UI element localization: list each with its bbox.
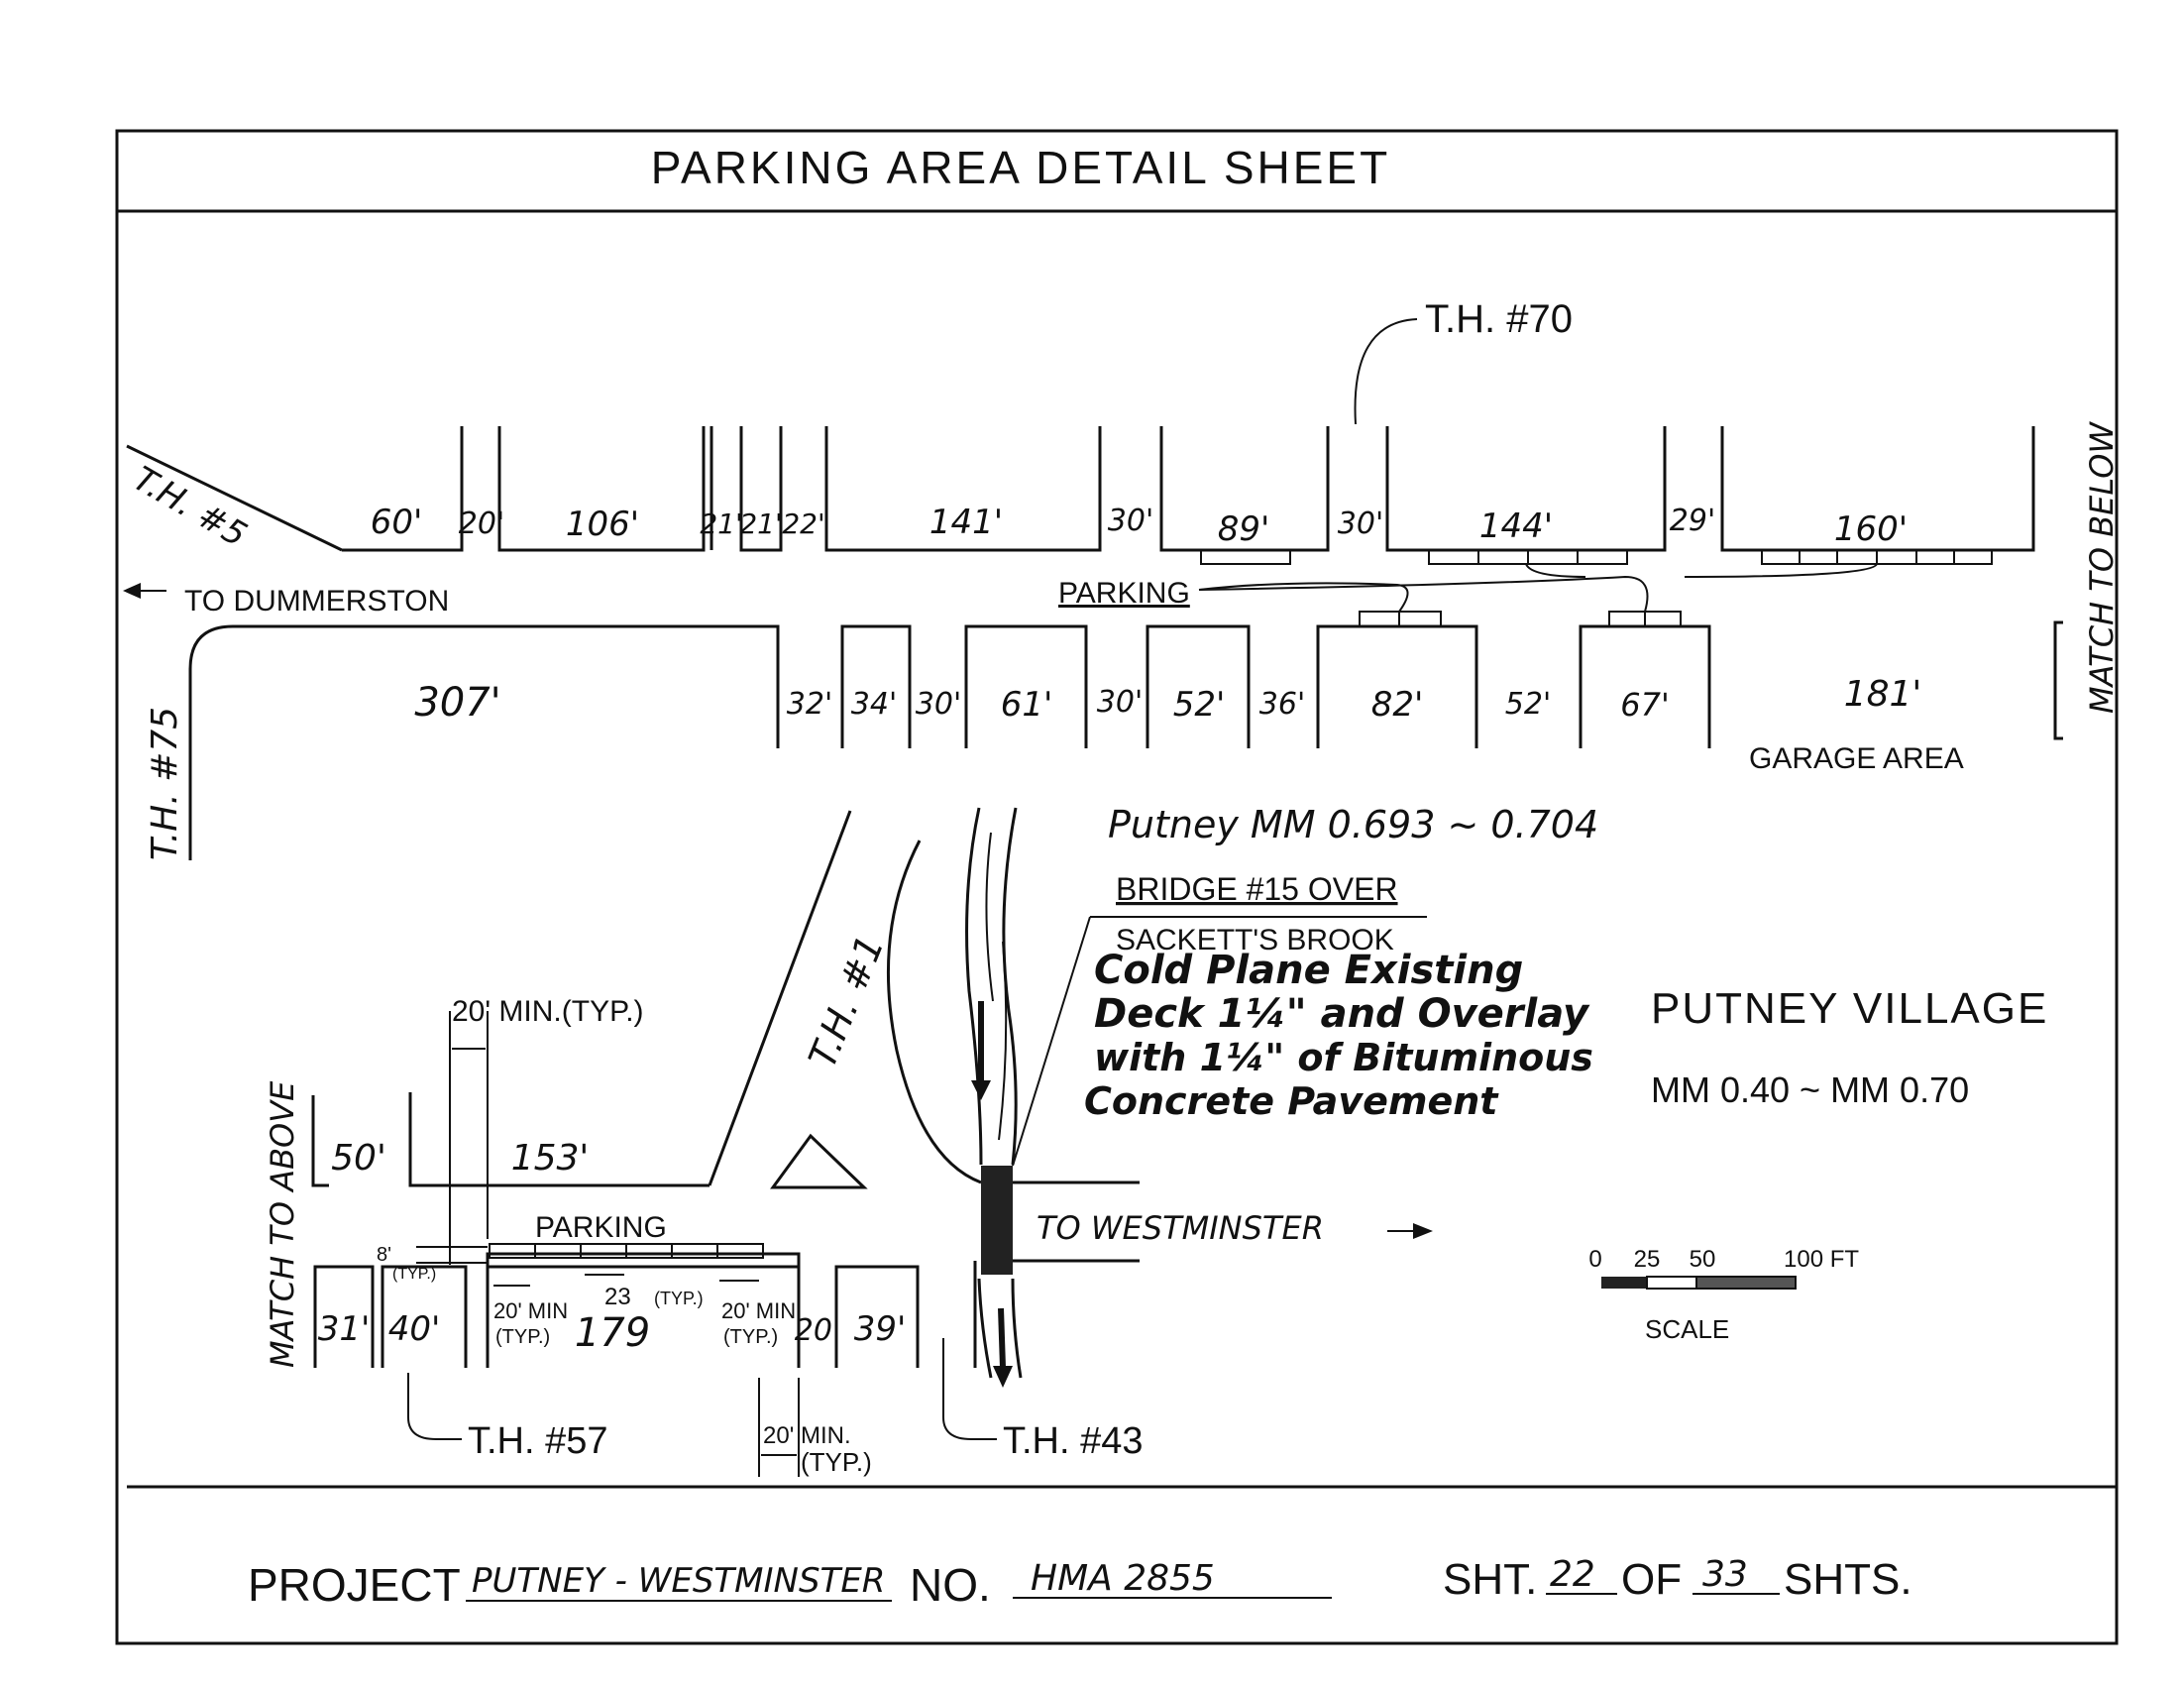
no-label: NO.	[910, 1559, 991, 1611]
village-mm-label: MM 0.40 ~ MM 0.70	[1651, 1069, 1969, 1110]
segment-label: 153'	[511, 1138, 590, 1179]
segment-label: 52'	[1505, 687, 1551, 722]
to-westminster-label: TO WESTMINSTER	[1037, 1209, 1324, 1247]
match-to-above-label: MATCH TO ABOVE	[264, 1080, 301, 1368]
sht-label: SHT.	[1443, 1555, 1537, 1604]
bottom-parking-label: PARKING	[535, 1211, 667, 1244]
sht-value: 22	[1550, 1554, 1595, 1595]
shts-label: SHTS.	[1784, 1555, 1912, 1604]
twenty-three-label: 23	[604, 1284, 631, 1310]
segment-label: 30'	[1108, 504, 1153, 538]
scale-label: SCALE	[1645, 1314, 1729, 1344]
segment-label: 34'	[851, 687, 897, 722]
th43-label: T.H. #43	[1003, 1420, 1144, 1462]
segment-label: 31'	[318, 1309, 371, 1349]
segment-label: 30'	[1338, 506, 1383, 541]
min-left-label: 20' MIN	[493, 1298, 568, 1323]
title-block: PROJECT PUTNEY - WESTMINSTER NO. HMA 285…	[248, 1554, 1912, 1611]
mm-range-note: Putney MM 0.693 ~ 0.704	[1108, 803, 1598, 846]
min-typ-bottom-num: 20'	[763, 1422, 794, 1449]
eight-typ-label-2: (TYP.)	[392, 1266, 436, 1283]
segment-label: 89'	[1218, 509, 1270, 549]
segment-label: 144'	[1479, 506, 1553, 546]
segment-label: 30'	[1097, 685, 1143, 720]
segment-label: 60'	[371, 503, 423, 542]
bottom-street	[311, 810, 1433, 1477]
eight-typ-label: 8'	[377, 1244, 391, 1266]
scale-bar: 0 25 50 100 FT SCALE	[1588, 1246, 1859, 1344]
sacketts-brook	[965, 807, 1091, 1388]
segment-label: 179	[575, 1310, 650, 1356]
notes: Putney MM 0.693 ~ 0.704 BRIDGE #15 OVER …	[1084, 803, 2048, 1123]
segment-label: 106'	[566, 505, 639, 544]
min-typ-top-label: 20' MIN.(TYP.)	[452, 995, 644, 1028]
th1-label: T.H. #1	[801, 930, 893, 1074]
segment-label: 22'	[782, 507, 824, 540]
segment-label: 21'	[739, 507, 782, 540]
segment-label: 21'	[700, 507, 742, 540]
min-left-label-2: (TYP.)	[495, 1326, 550, 1348]
sheet-title: PARKING AREA DETAIL SHEET	[651, 142, 1390, 193]
work-note-line-3: with 1¼" of Bituminous	[1094, 1036, 1593, 1079]
segment-label: 30'	[916, 687, 961, 722]
work-note-line-1: Cold Plane Existing	[1094, 948, 1523, 993]
th70-label: T.H. #70	[1425, 297, 1573, 341]
segment-label: 50'	[331, 1138, 386, 1179]
of-label: OF	[1621, 1555, 1682, 1604]
segment-label: 160'	[1834, 509, 1908, 549]
work-note-line-2: Deck 1¼" and Overlay	[1094, 991, 1590, 1037]
segment-label: 61'	[1001, 685, 1053, 725]
bridge-deck	[981, 1166, 1013, 1275]
segment-label: 52'	[1173, 685, 1226, 725]
village-label: PUTNEY VILLAGE	[1651, 984, 2048, 1033]
garage-area-label: GARAGE AREA	[1749, 742, 1964, 775]
scale-tick-label: 100 FT	[1784, 1246, 1859, 1273]
segment-label: 39'	[854, 1309, 907, 1349]
min-typ-bottom-label-2: (TYP.)	[801, 1447, 872, 1477]
scale-tick-label: 50	[1690, 1246, 1716, 1273]
bridge-note-line-1: BRIDGE #15 OVER	[1116, 871, 1398, 907]
segment-label: 82'	[1371, 685, 1424, 725]
segment-label: 36'	[1259, 687, 1305, 722]
th5-label: T.H. #5	[127, 459, 254, 555]
segment-label: 181'	[1844, 674, 1922, 715]
th57-label: T.H. #57	[468, 1420, 608, 1462]
segment-label: 20'	[795, 1313, 840, 1348]
segment-label: 32'	[787, 687, 832, 722]
bridge-note-line-2: SACKETT'S BROOK	[1116, 924, 1394, 956]
segment-label: 40'	[388, 1309, 441, 1349]
project-label: PROJECT	[248, 1559, 461, 1611]
top-segment-labels: 60' 20' 106' 21' 21' 22' 141' 30' 89' 30…	[371, 503, 1922, 726]
scale-tick-label: 25	[1634, 1246, 1661, 1273]
segment-label: 141'	[929, 503, 1003, 542]
segment-label: 20'	[459, 506, 504, 541]
sheet-border	[115, 129, 2119, 1645]
segment-label: 67'	[1620, 686, 1670, 724]
min-right-label-2: (TYP.)	[723, 1326, 778, 1348]
scale-tick-label: 0	[1588, 1246, 1601, 1273]
match-to-below-label: MATCH TO BELOW	[2083, 421, 2121, 714]
min-typ-bottom-label: MIN.	[801, 1422, 851, 1449]
to-dummerston-label: TO DUMMERSTON	[184, 585, 449, 618]
twenty-three-typ-label: (TYP.)	[654, 1289, 704, 1308]
top-parking-label: PARKING	[1058, 577, 1190, 610]
min-right-label: 20' MIN	[721, 1298, 796, 1323]
of-value: 33	[1702, 1554, 1748, 1595]
project-value: PUTNEY - WESTMINSTER	[472, 1561, 885, 1601]
work-note-line-4: Concrete Pavement	[1084, 1079, 1499, 1123]
no-value: HMA 2855	[1031, 1558, 1215, 1599]
th75-label: T.H. #75	[145, 707, 185, 860]
segment-label: 29'	[1670, 504, 1715, 538]
top-street	[123, 318, 2063, 860]
segment-label: 307'	[414, 680, 500, 726]
